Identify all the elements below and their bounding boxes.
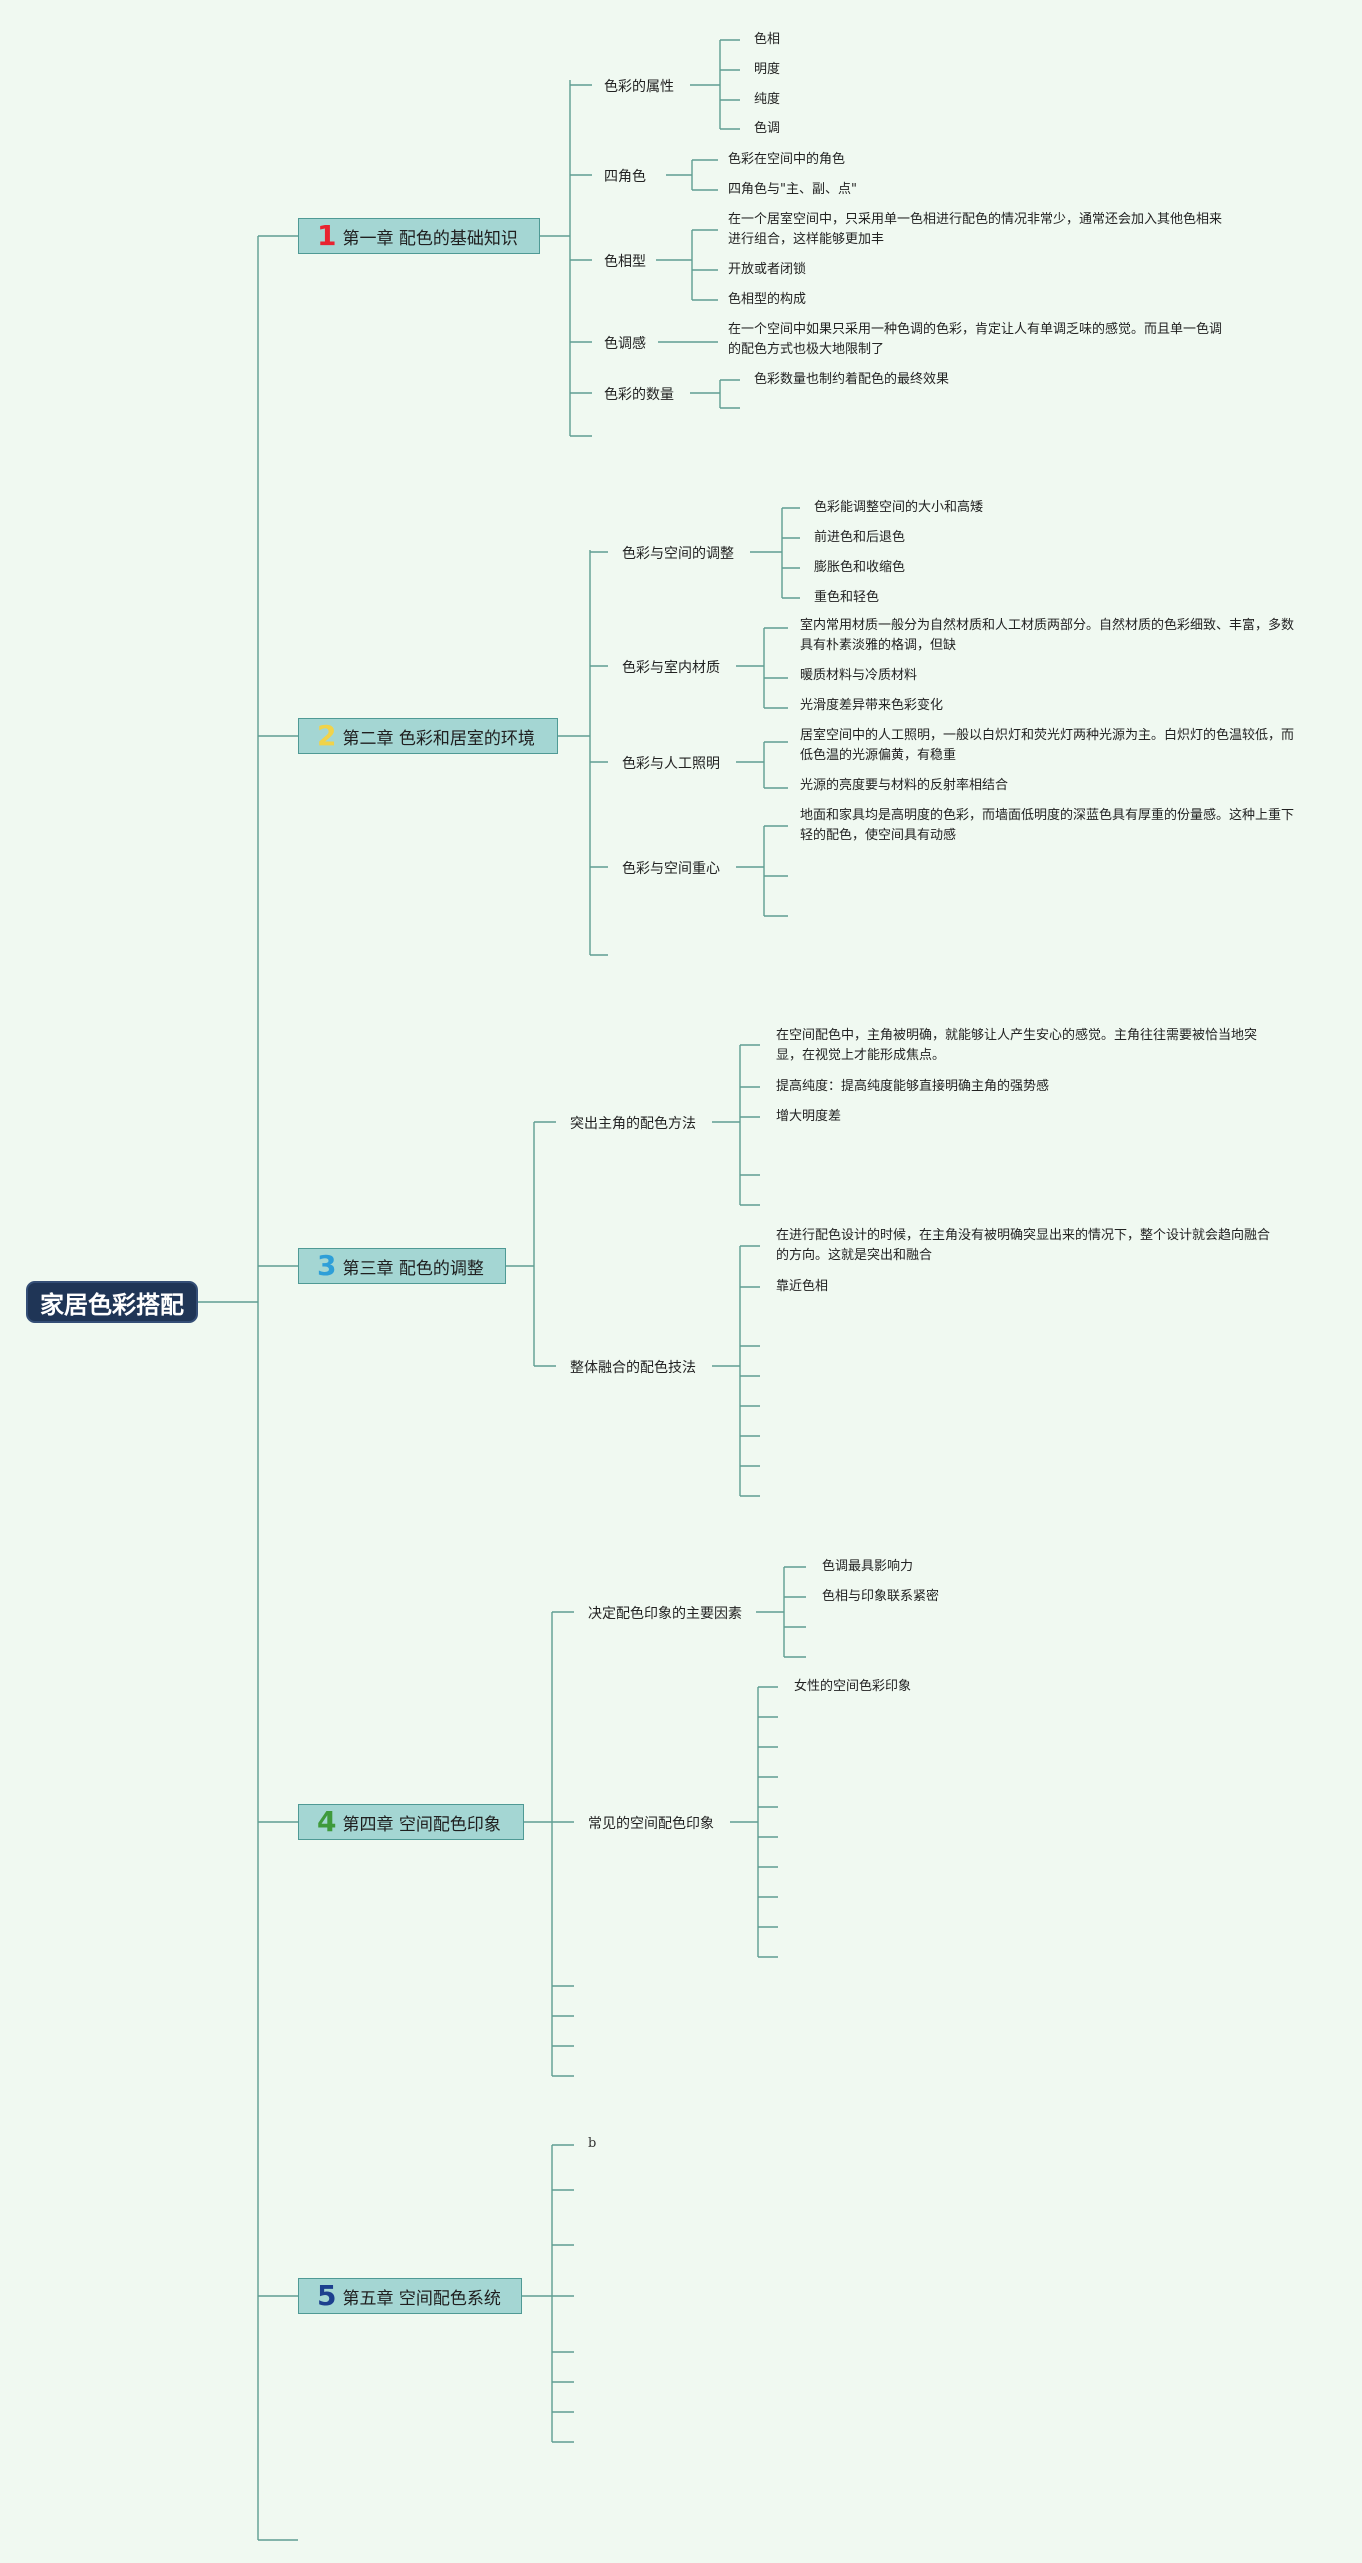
ch1-section-2-label[interactable]: 四角色 (604, 169, 646, 185)
ch2-section-4-label[interactable]: 色彩与空间重心 (622, 861, 720, 877)
ch3-section-2-label[interactable]: 整体融合的配色技法 (570, 1360, 696, 1376)
ch1-s3-item-1[interactable]: 在一个居室空间中，只采用单一色相进行配色的情况非常少，通常还会加入其他色相来进行… (728, 212, 1223, 247)
chapter-2-node[interactable]: 2 第二章 色彩和居室的环境 (298, 718, 558, 754)
ch1-s1-item-2[interactable]: 明度 (754, 62, 781, 77)
ch2-s2-item-2[interactable]: 暖质材料与冷质材料 (800, 668, 918, 683)
ch1-section-3-label[interactable]: 色相型 (604, 254, 646, 270)
ch3-section-1-label[interactable]: 突出主角的配色方法 (570, 1116, 696, 1132)
ch1-section-1-label[interactable]: 色彩的属性 (604, 79, 674, 95)
chapter-4-title: 第四章 空间配色印象 (342, 1814, 501, 1835)
chapter-4-node[interactable]: 4 第四章 空间配色印象 (298, 1804, 524, 1840)
ch1-s1-item-3[interactable]: 纯度 (754, 92, 781, 107)
ch2-s1-item-4[interactable]: 重色和轻色 (814, 590, 880, 605)
ch2-s1-item-3[interactable]: 膨胀色和收缩色 (814, 560, 906, 575)
chapter-3-title: 第三章 配色的调整 (342, 1258, 484, 1279)
ch3-s1-item-3[interactable]: 增大明度差 (776, 1109, 842, 1124)
ch2-s2-item-1[interactable]: 室内常用材质一般分为自然材质和人工材质两部分。自然材质的色彩细致、丰富，多数具有… (800, 618, 1295, 653)
ch4-s1-item-2[interactable]: 色相与印象联系紧密 (822, 1589, 940, 1604)
ch1-s2-item-2[interactable]: 四角色与"主、副、点" (728, 182, 857, 197)
chapter-1-title: 第一章 配色的基础知识 (342, 228, 518, 249)
ch1-s3-item-2[interactable]: 开放或者闭锁 (728, 262, 807, 277)
chapter-2-title: 第二章 色彩和居室的环境 (342, 728, 535, 749)
chapter-3-number: 3 (317, 1249, 337, 1282)
ch3-s2-item-2[interactable]: 靠近色相 (776, 1279, 829, 1294)
ch3-s1-item-2[interactable]: 提高纯度：提高纯度能够直接明确主角的强势感 (776, 1079, 1050, 1094)
chapter-5-node[interactable]: 5 第五章 空间配色系统 (298, 2278, 522, 2314)
ch1-s5-item-1[interactable]: 色彩数量也制约着配色的最终效果 (754, 372, 950, 387)
ch2-s1-item-1[interactable]: 色彩能调整空间的大小和高矮 (814, 500, 984, 515)
ch5-note-b[interactable]: b (588, 2136, 597, 2151)
ch1-s1-item-1[interactable]: 色相 (754, 32, 781, 47)
chapter-2-number: 2 (317, 719, 337, 752)
ch4-s1-item-1[interactable]: 色调最具影响力 (822, 1559, 914, 1574)
ch3-s2-item-1[interactable]: 在进行配色设计的时候，在主角没有被明确突显出来的情况下，整个设计就会趋向融合的方… (776, 1228, 1271, 1263)
root-node[interactable]: 家居色彩搭配 (26, 1281, 198, 1323)
ch1-section-4-label[interactable]: 色调感 (604, 336, 646, 352)
ch2-section-2-label[interactable]: 色彩与室内材质 (622, 660, 720, 676)
ch2-section-3-label[interactable]: 色彩与人工照明 (622, 756, 720, 772)
chapter-1-number: 1 (317, 219, 337, 252)
ch2-s3-item-2[interactable]: 光源的亮度要与材料的反射率相结合 (800, 778, 1009, 793)
ch2-section-1-label[interactable]: 色彩与空间的调整 (622, 546, 734, 562)
ch1-section-5-label[interactable]: 色彩的数量 (604, 387, 674, 403)
ch3-s1-item-1[interactable]: 在空间配色中，主角被明确，就能够让人产生安心的感觉。主角往往需要被恰当地突显，在… (776, 1028, 1258, 1063)
ch2-s2-item-3[interactable]: 光滑度差异带来色彩变化 (800, 698, 944, 713)
ch1-s1-item-4[interactable]: 色调 (754, 121, 781, 136)
ch1-s3-item-3[interactable]: 色相型的构成 (728, 292, 807, 307)
ch1-s4-item-1[interactable]: 在一个空间中如果只采用一种色调的色彩，肯定让人有单调乏味的感觉。而且单一色调的配… (728, 322, 1223, 357)
chapter-5-title: 第五章 空间配色系统 (342, 2288, 501, 2309)
chapter-3-node[interactable]: 3 第三章 配色的调整 (298, 1248, 506, 1284)
ch4-section-2-label[interactable]: 常见的空间配色印象 (588, 1816, 714, 1832)
ch2-s1-item-2[interactable]: 前进色和后退色 (814, 530, 906, 545)
ch2-s4-item-1[interactable]: 地面和家具均是高明度的色彩，而墙面低明度的深蓝色具有厚重的份量感。这种上重下轻的… (800, 808, 1295, 843)
ch2-s3-item-1[interactable]: 居室空间中的人工照明，一般以白炽灯和荧光灯两种光源为主。白炽灯的色温较低，而低色… (800, 728, 1295, 763)
chapter-4-number: 4 (317, 1805, 337, 1838)
ch4-s2-item-1[interactable]: 女性的空间色彩印象 (794, 1679, 912, 1694)
chapter-5-number: 5 (317, 2279, 337, 2312)
ch1-s2-item-1[interactable]: 色彩在空间中的角色 (728, 152, 846, 167)
root-title: 家居色彩搭配 (40, 1290, 184, 1319)
ch4-section-1-label[interactable]: 决定配色印象的主要因素 (588, 1606, 742, 1622)
chapter-1-node[interactable]: 1 第一章 配色的基础知识 (298, 218, 540, 254)
